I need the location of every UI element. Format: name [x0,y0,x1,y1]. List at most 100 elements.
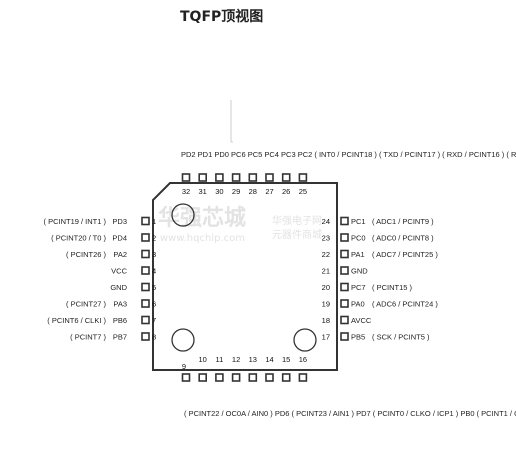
pin-number-left: 4 [152,267,156,276]
pin-name-left: VCC [111,267,127,276]
pin-func-left: ( PCINT26 ) [66,250,107,259]
pin-pad-right-18 [340,315,349,325]
pin-number-left: 8 [152,333,156,342]
mark-circle-bl [171,328,195,352]
pin-pad-left-6 [141,299,150,308]
pin-number-top: 26 [282,187,290,196]
pin-pad-bottom-9 [181,373,191,382]
pin-name-right: PC7 [351,283,366,292]
pin-pad-right-24 [340,216,349,226]
pin-pad-bottom-10 [198,373,207,382]
pin-name-right: PA0 [351,300,365,309]
pin-name-left: PD3 [112,217,127,226]
pin-pad-top-32 [181,173,191,182]
pin-number-top: 25 [299,187,307,196]
pin-pad-bottom-13 [248,373,258,382]
pin-number-left: 6 [152,300,156,309]
mark-circle-br [293,328,317,352]
chip-body [152,182,338,371]
pin-pad-left-5 [141,282,150,292]
pin-name-right: PB5 [351,333,365,342]
pin-pad-left-8 [141,332,150,341]
pin-number-right: 24 [322,217,330,226]
pin-name-right: PC0 [351,234,366,243]
pin-pad-top-30 [215,173,224,182]
pin-number-bottom: 15 [282,355,290,364]
pin-pad-right-17 [340,332,349,341]
pin-pad-bottom-16 [298,373,308,382]
pin-number-right: 18 [322,316,330,325]
pin-func-left: ( PCINT20 / T0 ) [51,234,106,243]
pin-number-right: 22 [322,250,330,259]
pin-number-top: 29 [232,187,240,196]
pin-number-bottom: 10 [199,355,207,364]
pin-func-right: ( PCINT15 ) [372,283,413,292]
pin-pad-left-7 [141,315,150,325]
pin-pad-top-27 [265,173,274,182]
pin-number-bottom: 13 [249,355,257,364]
pin-pad-left-4 [141,266,150,275]
pin-number-left: 2 [152,234,156,243]
pin-number-left: 3 [152,250,156,259]
pin-number-top: 27 [265,187,273,196]
pin-number-top: 28 [249,187,257,196]
pin-name-right: AVCC [351,316,372,325]
watermark-cn3: 元器件商城 [272,230,322,241]
pin-pad-right-22 [340,249,349,259]
pin-pad-bottom-15 [281,373,291,382]
pin-pad-right-19 [340,299,349,308]
pin-func-right: ( ADC1 / PCINT9 ) [372,217,434,226]
pin-name-right: PA1 [351,250,365,259]
pin-number-top: 31 [199,187,207,196]
pin-name-right: GND [351,267,368,276]
watermark-url: www.hqchip.com [160,233,245,244]
pin-func-left: ( PCINT6 / CLKI ) [47,316,106,325]
pin-number-bottom: 11 [216,355,224,364]
pin-pad-top-25 [298,173,308,182]
pin-number-top: 30 [215,187,223,196]
mark-circle-tl [171,203,195,227]
pin-number-right: 17 [322,333,330,342]
pin-name-left: PA2 [113,250,127,259]
top-label-row: PD2 PD1 PD0 PC6 PC5 PC4 PC3 PC2 ( INT0 /… [181,150,516,159]
pin-number-top: 32 [182,187,190,196]
pin-number-right: 19 [322,300,330,309]
pin-pad-left-1 [141,216,150,226]
pin-number-right: 23 [322,234,330,243]
pin-pad-left-3 [141,249,150,259]
bottom-label-row: ( PCINT22 / OC0A / AIN0 ) PD6 ( PCINT23 … [184,409,516,418]
pin-number-left: 7 [152,316,156,325]
page-title: TQFP顶视图 [180,9,264,25]
pin-pad-right-21 [340,266,349,275]
pin-func-left: ( PCINT7 ) [70,333,106,342]
pin-func-right: ( ADC7 / PCINT25 ) [372,250,438,259]
pin-pad-top-29 [231,173,241,182]
watermark-cn2: 华强电子网 [272,216,322,227]
pin-number-bottom: 16 [299,355,307,364]
pin-pad-right-23 [340,233,349,242]
pin-pad-bottom-11 [215,373,224,382]
pin-func-left: ( PCINT27 ) [66,300,107,309]
pin-pad-top-26 [281,173,291,182]
pin-pad-top-31 [198,173,207,182]
pin-pad-bottom-12 [231,373,241,382]
pin-number-bottom: 9 [182,362,186,371]
pin-func-left: ( PCINT19 / INT1 ) [43,217,106,226]
pin-name-left: PB6 [113,316,127,325]
pin-pad-right-20 [340,282,349,292]
pin-number-right: 21 [322,267,330,276]
pin-name-left: PB7 [113,333,127,342]
pin-pad-bottom-14 [265,373,274,382]
pin-pad-top-28 [248,173,258,182]
pin-func-right: ( ADC0 / PCINT8 ) [372,234,434,243]
pin-number-left: 5 [152,283,156,292]
pin-name-left: PA3 [113,300,127,309]
pin-number-bottom: 14 [265,355,273,364]
pin-name-left: GND [110,283,127,292]
pin-name-right: PC1 [351,217,366,226]
pin-number-left: 1 [152,217,156,226]
pin-func-right: ( ADC6 / PCINT24 ) [372,300,438,309]
pin-pad-left-2 [141,233,150,242]
